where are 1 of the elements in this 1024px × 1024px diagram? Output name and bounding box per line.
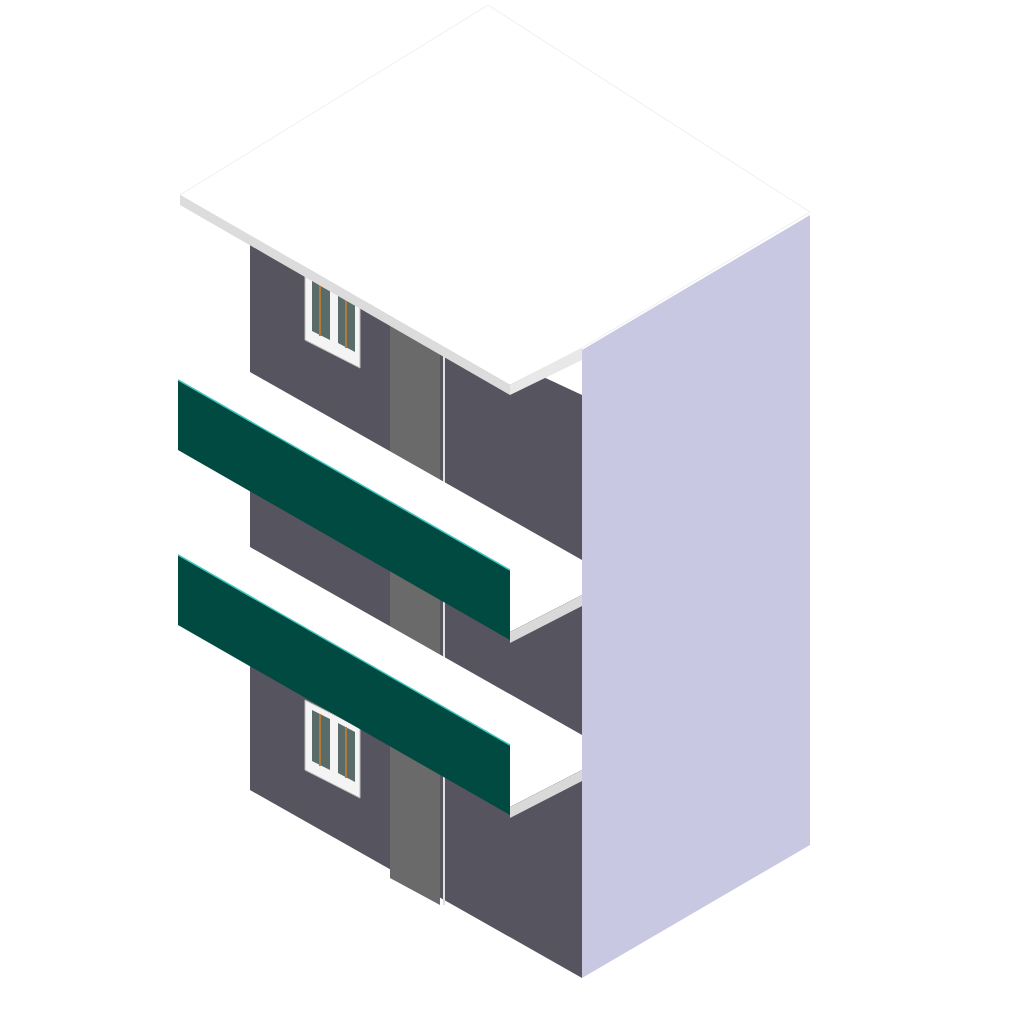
building-drawing xyxy=(178,5,810,978)
